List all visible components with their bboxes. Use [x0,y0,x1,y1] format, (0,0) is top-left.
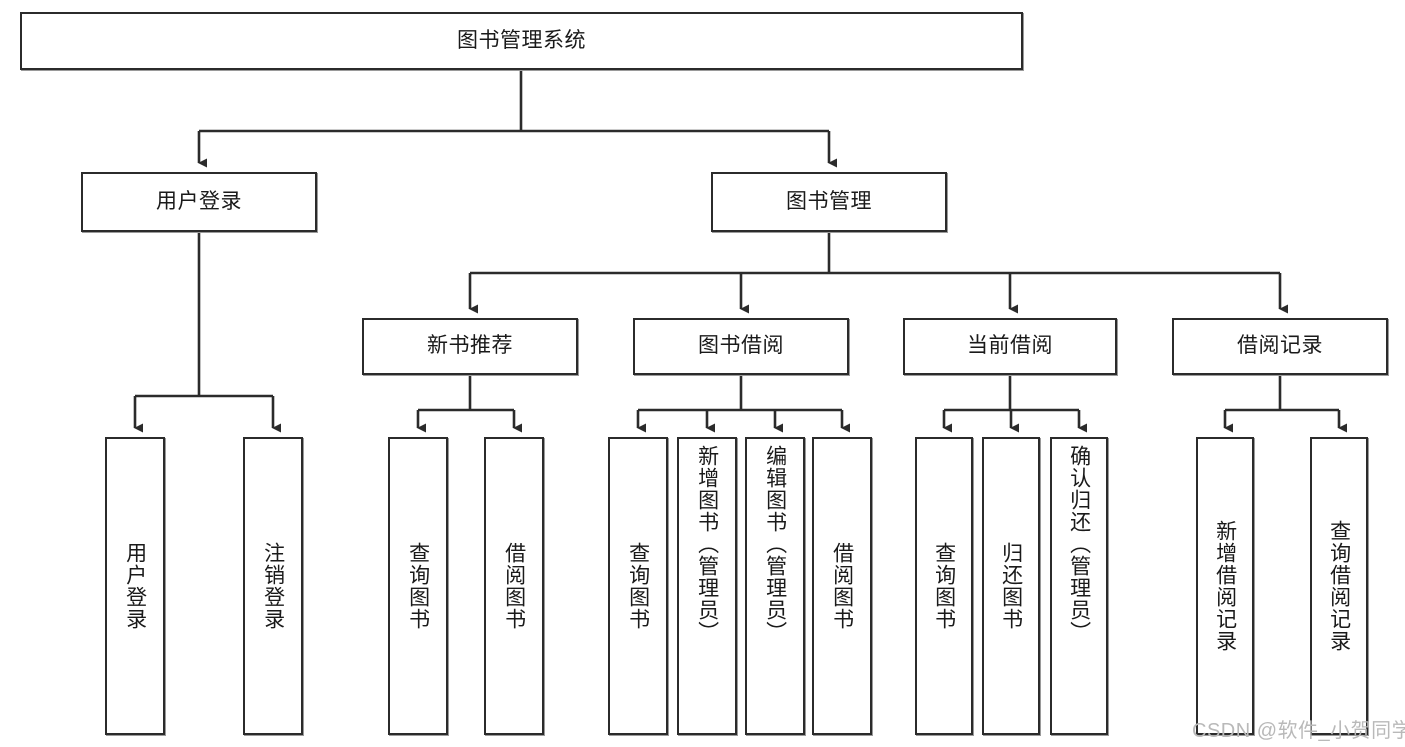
node-label: 注销登录 [261,542,285,630]
leaf-node-用户登录[interactable]: 用户登录 [105,437,165,735]
node-label: 当前借阅 [967,334,1053,358]
node-label: 确认归还（管理员） [1067,445,1091,643]
level3-node-新书推荐[interactable]: 新书推荐 [362,318,578,375]
leaf-node-查询图书[interactable]: 查询图书 [608,437,668,735]
node-label: 用户登录 [123,542,147,630]
level2-node-图书管理[interactable]: 图书管理 [711,172,947,232]
node-label: 编辑图书（管理员） [763,445,787,643]
csdn-watermark: CSDN @软件_小贺同学 [1192,720,1405,742]
node-label: 查询图书 [626,542,650,630]
node-label: 借阅图书 [830,542,854,630]
node-label: 借阅记录 [1237,334,1323,358]
node-label: 图书管理 [786,189,872,213]
node-label: 归还图书 [999,542,1023,630]
root-node-图书管理系统[interactable]: 图书管理系统 [20,12,1023,70]
leaf-node-新增借阅记录[interactable]: 新增借阅记录 [1196,437,1254,735]
level3-node-借阅记录[interactable]: 借阅记录 [1172,318,1388,375]
node-label: 查询图书 [406,542,430,630]
leaf-node-查询借阅记录[interactable]: 查询借阅记录 [1310,437,1368,735]
leaf-node-借阅图书[interactable]: 借阅图书 [812,437,872,735]
node-label: 图书管理系统 [457,28,586,52]
leaf-node-借阅图书[interactable]: 借阅图书 [484,437,544,735]
leaf-node-注销登录[interactable]: 注销登录 [243,437,303,735]
node-label: 新增借阅记录 [1213,520,1237,652]
leaf-node-编辑图书管理员[interactable]: 编辑图书（管理员） [745,437,805,735]
node-label: 图书借阅 [698,334,784,358]
level2-node-用户登录[interactable]: 用户登录 [81,172,317,232]
leaf-node-新增图书管理员[interactable]: 新增图书（管理员） [677,437,737,735]
node-label: 查询图书 [932,542,956,630]
leaf-node-归还图书[interactable]: 归还图书 [982,437,1040,735]
node-label: 借阅图书 [502,542,526,630]
node-label: 用户登录 [156,189,242,213]
level3-node-图书借阅[interactable]: 图书借阅 [633,318,849,375]
node-label: 新增图书（管理员） [695,445,719,643]
level3-node-当前借阅[interactable]: 当前借阅 [903,318,1117,375]
leaf-node-查询图书[interactable]: 查询图书 [915,437,973,735]
node-label: 新书推荐 [427,334,513,358]
leaf-node-确认归还管理员[interactable]: 确认归还（管理员） [1050,437,1108,735]
leaf-node-查询图书[interactable]: 查询图书 [388,437,448,735]
node-label: 查询借阅记录 [1327,520,1351,652]
